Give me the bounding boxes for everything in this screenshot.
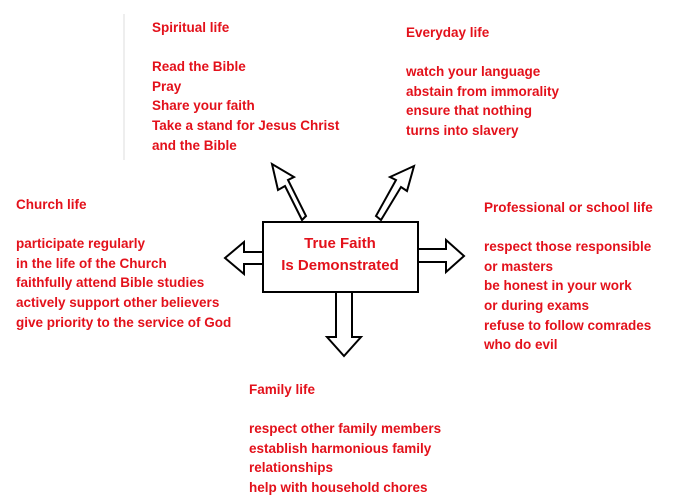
arrow-down <box>324 289 364 358</box>
spiritual-item: Share your faith <box>152 98 255 114</box>
everyday-item: watch your language <box>406 64 541 80</box>
family-life-heading: Family life <box>249 382 316 397</box>
church-item: participate regularly <box>16 236 146 252</box>
spiritual-item: Pray <box>152 78 182 94</box>
church-life-heading: Church life <box>16 197 87 212</box>
center-title: True Faith Is Demonstrated <box>262 233 418 277</box>
arrow-up-right <box>374 164 416 222</box>
church-item: give priority to the service of God <box>16 314 232 330</box>
church-item: in the life of the Church <box>16 255 167 271</box>
family-item: respect other family members <box>249 421 442 437</box>
center-title-line-2: Is Demonstrated <box>281 257 399 274</box>
spiritual-life-block: Spiritual life Read the Bible Pray Share… <box>152 18 339 155</box>
spiritual-item: Read the Bible <box>152 59 246 75</box>
center-title-line-1: True Faith <box>304 235 376 252</box>
spiritual-item: and the Bible <box>152 137 237 153</box>
professional-life-heading: Professional or school life <box>484 200 653 215</box>
everyday-life-block: Everyday life watch your language abstai… <box>406 23 559 141</box>
family-item: establish harmonious family <box>249 440 432 456</box>
family-item: relationships <box>249 460 334 476</box>
everyday-item: ensure that nothing <box>406 103 532 119</box>
professional-life-block: Professional or school life respect thos… <box>484 198 653 355</box>
spiritual-item: Take a stand for Jesus Christ <box>152 117 340 133</box>
professional-item: be honest in your work <box>484 278 632 294</box>
everyday-item: abstain from immorality <box>406 83 560 99</box>
everyday-life-heading: Everyday life <box>406 25 490 40</box>
arrow-right <box>416 237 466 275</box>
center-box <box>262 221 419 293</box>
professional-item: respect those responsible <box>484 239 652 255</box>
professional-item: or during exams <box>484 297 590 313</box>
family-item: help with household chores <box>249 479 428 495</box>
church-item: actively support other believers <box>16 294 220 310</box>
arrow-up-left <box>270 161 308 222</box>
church-life-block: Church life participate regularly in the… <box>16 195 231 332</box>
professional-item: who do evil <box>484 337 558 353</box>
church-item: faithfully attend Bible studies <box>16 275 205 291</box>
spiritual-life-heading: Spiritual life <box>152 20 230 35</box>
professional-item: refuse to follow comrades <box>484 317 652 333</box>
professional-item: or masters <box>484 258 554 274</box>
arrow-left <box>223 239 265 277</box>
everyday-item: turns into slavery <box>406 122 519 138</box>
family-life-block: Family life respect other family members… <box>249 380 441 498</box>
